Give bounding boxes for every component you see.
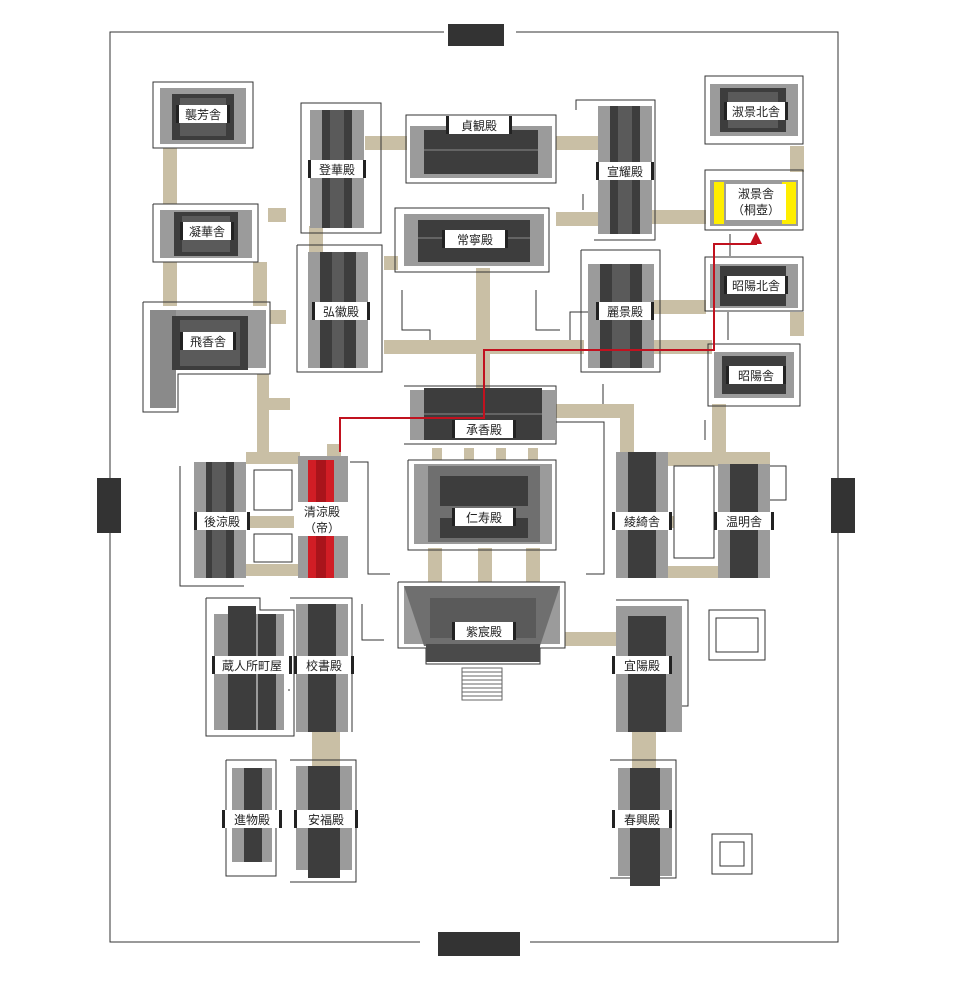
label-gyokasha: 凝華舎	[189, 224, 225, 239]
building-jijuden[interactable]	[414, 464, 552, 544]
route-arrow-icon	[750, 232, 762, 244]
label-shinmotsuden: 進物殿	[234, 813, 270, 827]
label-shokyoden: 承香殿	[466, 423, 502, 437]
label-anpukuden: 安福殿	[308, 812, 344, 827]
courtyards	[253, 465, 766, 875]
label-mikado: （帝）	[304, 520, 340, 535]
gates	[97, 24, 855, 956]
label-onmeiden: 温明舎	[726, 515, 762, 529]
label-giyoden: 宜陽殿	[624, 658, 660, 673]
south-gate	[438, 932, 520, 956]
east-gate	[831, 478, 855, 533]
label-shoyosha: 昭陽舎	[738, 369, 774, 383]
labels: 襲芳舎 凝華舎 飛香舎 登華殿 弘徽殿 貞観殿 常寧殿 宣耀殿 麗景殿 淑景北舎…	[178, 102, 786, 828]
label-koryoden: 後涼殿	[204, 514, 240, 529]
label-shishinden: 紫宸殿	[466, 624, 502, 639]
corridors	[163, 136, 804, 770]
label-higyosha: 飛香舎	[190, 335, 226, 349]
west-gate	[97, 478, 121, 533]
label-shigeisha: 襲芳舎	[185, 107, 221, 122]
label-jokanden: 貞観殿	[461, 119, 497, 133]
label-kurodo: 蔵人所町屋	[222, 659, 282, 673]
building-joneiden[interactable]	[404, 214, 544, 266]
label-caps	[176, 102, 788, 828]
label-seiryoden: 清涼殿	[304, 504, 340, 519]
shishinden-steps	[461, 667, 503, 701]
label-jijuden: 仁寿殿	[466, 511, 502, 525]
building-shishinden[interactable]	[404, 586, 560, 701]
building-jokanden[interactable]	[410, 126, 552, 178]
label-ryokisha: 綾綺舎	[624, 514, 660, 529]
label-tokaden: 登華殿	[319, 162, 355, 177]
label-shoyosha-kita: 昭陽北舎	[732, 279, 780, 293]
building-higyosha[interactable]	[150, 310, 266, 408]
label-senyoden: 宣耀殿	[607, 164, 643, 179]
label-kiritsubo: （桐壺）	[732, 203, 780, 217]
enclosure-lines	[142, 75, 804, 883]
label-shigeisha-kiri: 淑景舎	[738, 187, 774, 201]
label-reikeiden: 麗景殿	[607, 305, 643, 319]
label-shigeisha-kita: 淑景北舎	[732, 105, 780, 119]
north-gate	[448, 24, 504, 46]
label-shunkoden: 春興殿	[624, 813, 660, 827]
route-path	[339, 232, 762, 452]
label-kyoshoden: 校書殿	[306, 658, 342, 673]
label-kokiden: 弘徽殿	[323, 304, 359, 319]
label-joneiden: 常寧殿	[457, 232, 493, 247]
